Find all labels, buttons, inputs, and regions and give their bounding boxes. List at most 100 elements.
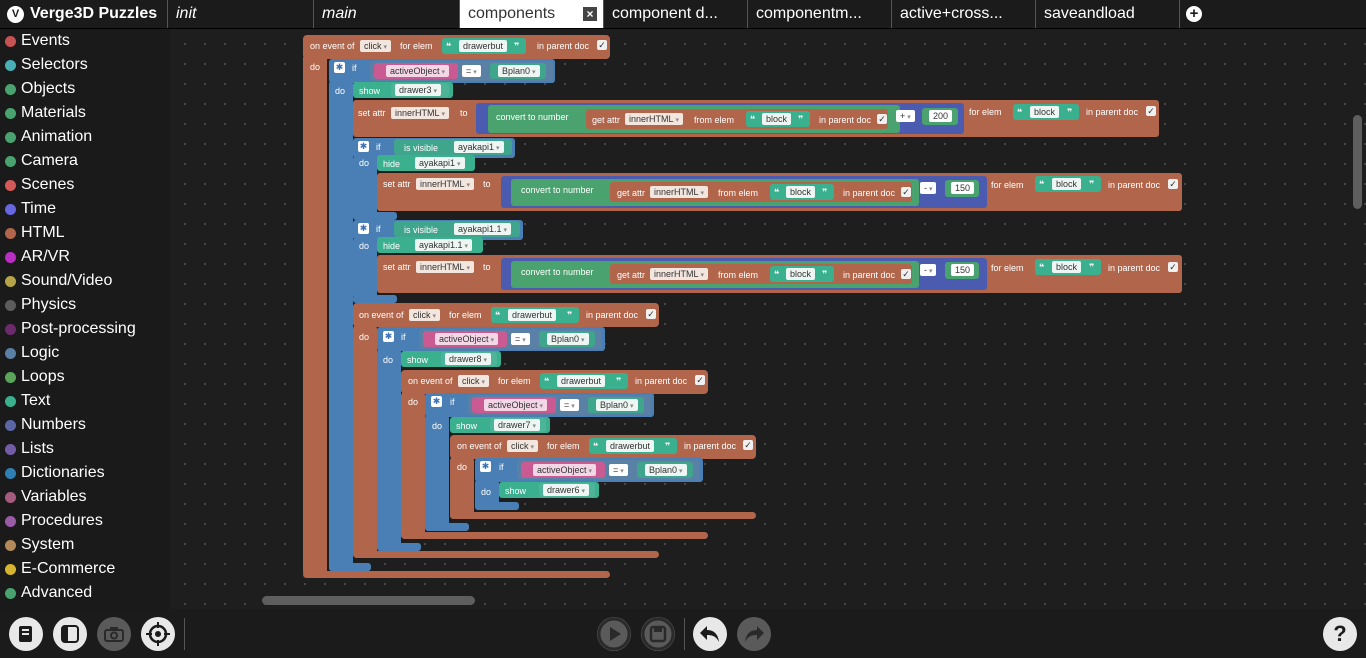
tab-init[interactable]: init bbox=[168, 0, 314, 28]
object-block[interactable]: Bplan0 bbox=[539, 331, 595, 347]
object-name[interactable]: ayakapi1.1 bbox=[415, 239, 473, 251]
variable-name[interactable]: activeObject bbox=[533, 464, 596, 476]
category-scenes[interactable]: Scenes bbox=[0, 173, 170, 197]
string-value[interactable]: block bbox=[1030, 106, 1060, 118]
string-value[interactable]: drawerbut bbox=[557, 375, 606, 387]
variable-block[interactable]: activeObject bbox=[374, 63, 458, 79]
string-value[interactable]: block bbox=[762, 113, 792, 125]
checkbox-icon[interactable]: ✓ bbox=[1168, 179, 1178, 189]
number-value[interactable]: 150 bbox=[951, 182, 975, 194]
compare-block[interactable]: activeObject = Bplan0 bbox=[468, 395, 651, 415]
category-objects[interactable]: Objects bbox=[0, 77, 170, 101]
number-value[interactable]: 150 bbox=[951, 264, 975, 276]
operator-dropdown[interactable]: = bbox=[462, 65, 481, 77]
object-block[interactable]: drawer3 bbox=[391, 83, 449, 97]
tab-componentm[interactable]: componentm... bbox=[748, 0, 892, 28]
object-name[interactable]: Bplan0 bbox=[596, 399, 638, 411]
hide-block[interactable]: hide ayakapi1 bbox=[377, 155, 475, 171]
category-numbers[interactable]: Numbers bbox=[0, 413, 170, 437]
horizontal-scrollbar[interactable] bbox=[262, 596, 475, 605]
object-name[interactable]: drawer7 bbox=[494, 419, 540, 431]
attr-dropdown[interactable]: innerHTML bbox=[650, 186, 708, 198]
library-button[interactable] bbox=[9, 617, 43, 651]
app-logo[interactable]: V Verge3D Puzzles bbox=[0, 0, 168, 28]
checkbox-icon[interactable]: ✓ bbox=[1146, 106, 1156, 116]
string-block[interactable]: ❝ drawerbut ❞ bbox=[540, 373, 628, 389]
checkbox-icon[interactable]: ✓ bbox=[597, 40, 607, 50]
category-variables[interactable]: Variables bbox=[0, 485, 170, 509]
category-html[interactable]: HTML bbox=[0, 221, 170, 245]
object-block[interactable]: drawer8 bbox=[441, 352, 497, 366]
attr-dropdown[interactable]: innerHTML bbox=[416, 178, 474, 190]
vertical-scrollbar[interactable] bbox=[1353, 115, 1362, 209]
undo-button[interactable] bbox=[693, 617, 727, 651]
string-block[interactable]: ❝ block ❞ bbox=[746, 111, 810, 127]
event-type-dropdown[interactable]: click bbox=[409, 309, 440, 321]
checkbox-icon[interactable]: ✓ bbox=[1168, 262, 1178, 272]
operator-dropdown[interactable]: - bbox=[920, 264, 937, 276]
object-block[interactable]: drawer6 bbox=[539, 483, 595, 497]
show-block[interactable]: show drawer3 bbox=[353, 82, 453, 98]
operator-dropdown[interactable]: = bbox=[511, 333, 530, 345]
category-time[interactable]: Time bbox=[0, 197, 170, 221]
variable-name[interactable]: activeObject bbox=[484, 399, 547, 411]
object-block[interactable]: Bplan0 bbox=[588, 397, 644, 413]
is-visible-block[interactable]: is visible ayakapi1.1 bbox=[394, 221, 520, 237]
tab-main[interactable]: main bbox=[314, 0, 460, 28]
operator-dropdown[interactable]: - bbox=[920, 182, 937, 194]
checkbox-icon[interactable]: ✓ bbox=[695, 375, 705, 385]
category-animation[interactable]: Animation bbox=[0, 125, 170, 149]
category-post-processing[interactable]: Post-processing bbox=[0, 317, 170, 341]
variable-block[interactable]: activeObject bbox=[521, 462, 605, 478]
string-value[interactable]: drawerbut bbox=[508, 309, 557, 321]
add-tab-button[interactable]: + bbox=[1180, 0, 1208, 28]
category-sound-video[interactable]: Sound/Video bbox=[0, 269, 170, 293]
tab-saveandload[interactable]: saveandload bbox=[1036, 0, 1180, 28]
show-block[interactable]: show drawer8 bbox=[401, 351, 501, 367]
object-name[interactable]: Bplan0 bbox=[547, 333, 589, 345]
string-block[interactable]: ❝ block ❞ bbox=[770, 184, 834, 200]
object-name[interactable]: drawer6 bbox=[543, 484, 589, 496]
is-visible-block[interactable]: is visible ayakapi1 bbox=[394, 139, 512, 155]
category-lists[interactable]: Lists bbox=[0, 437, 170, 461]
show-block[interactable]: show drawer7 bbox=[450, 417, 550, 433]
object-name[interactable]: ayakapi1.1 bbox=[454, 223, 512, 235]
category-text[interactable]: Text bbox=[0, 389, 170, 413]
gear-icon[interactable]: ✱ bbox=[480, 461, 491, 472]
number-block[interactable]: 200 bbox=[922, 108, 958, 125]
screenshot-button[interactable] bbox=[97, 617, 131, 651]
category-e-commerce[interactable]: E-Commerce bbox=[0, 557, 170, 581]
focus-button[interactable] bbox=[141, 617, 175, 651]
string-block[interactable]: ❝ block ❞ bbox=[770, 266, 834, 282]
variable-block[interactable]: activeObject bbox=[423, 331, 507, 347]
number-block[interactable]: 150 bbox=[945, 262, 979, 279]
string-block[interactable]: ❝ drawerbut ❞ bbox=[589, 438, 677, 454]
blocks-workspace[interactable]: on event of click for elem ❝ drawerbut ❞… bbox=[170, 29, 1366, 609]
object-name[interactable]: Bplan0 bbox=[498, 65, 540, 77]
show-block[interactable]: show drawer6 bbox=[499, 482, 599, 498]
category-loops[interactable]: Loops bbox=[0, 365, 170, 389]
string-value[interactable]: block bbox=[1052, 261, 1082, 273]
compare-block[interactable]: activeObject = Bplan0 bbox=[370, 61, 553, 81]
string-block[interactable]: ❝ drawerbut ❞ bbox=[442, 38, 526, 54]
category-procedures[interactable]: Procedures bbox=[0, 509, 170, 533]
string-block[interactable]: ❝ block ❞ bbox=[1035, 259, 1101, 275]
compare-block[interactable]: activeObject = Bplan0 bbox=[517, 460, 700, 480]
operator-dropdown[interactable]: = bbox=[609, 464, 628, 476]
hide-block[interactable]: hide ayakapi1.1 bbox=[377, 237, 483, 253]
gear-icon[interactable]: ✱ bbox=[431, 396, 442, 407]
gear-icon[interactable]: ✱ bbox=[383, 331, 394, 342]
checkbox-icon[interactable]: ✓ bbox=[646, 309, 656, 319]
category-logic[interactable]: Logic bbox=[0, 341, 170, 365]
operator-dropdown[interactable]: + bbox=[896, 110, 915, 122]
category-advanced[interactable]: Advanced bbox=[0, 581, 170, 605]
gear-icon[interactable]: ✱ bbox=[358, 141, 369, 152]
attr-dropdown[interactable]: innerHTML bbox=[625, 113, 683, 125]
object-block[interactable]: Bplan0 bbox=[637, 462, 693, 478]
category-ar-vr[interactable]: AR/VR bbox=[0, 245, 170, 269]
tab-components[interactable]: components× bbox=[460, 0, 604, 28]
tab-component-d[interactable]: component d... bbox=[604, 0, 748, 28]
event-type-dropdown[interactable]: click bbox=[507, 440, 538, 452]
attr-dropdown[interactable]: innerHTML bbox=[416, 261, 474, 273]
string-value[interactable]: block bbox=[786, 268, 816, 280]
